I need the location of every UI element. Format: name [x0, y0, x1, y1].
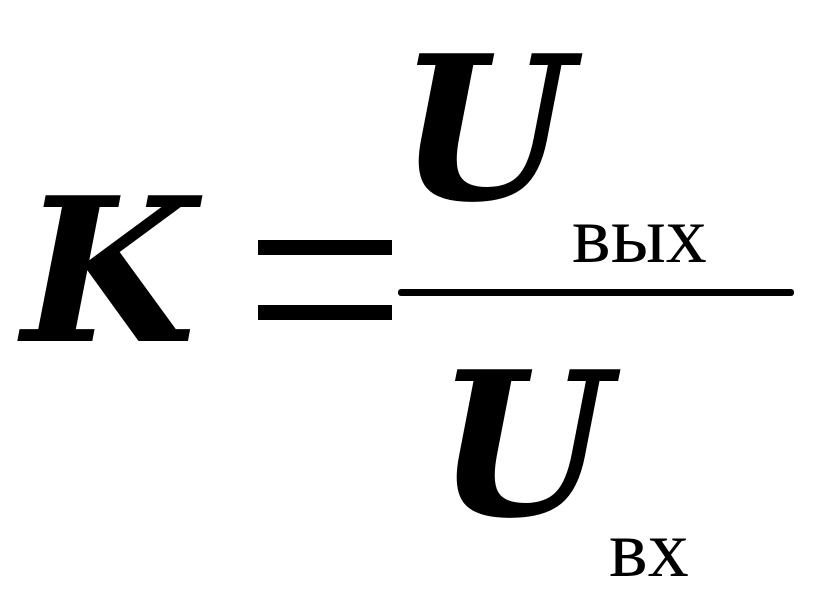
- equals-bar-top: [258, 240, 392, 255]
- numerator-symbol: U: [398, 12, 573, 247]
- denominator-symbol: U: [436, 328, 611, 563]
- equals-bar-bottom: [258, 305, 392, 320]
- denominator-subscript: вх: [609, 503, 689, 594]
- gain-symbol: K: [22, 154, 196, 389]
- numerator-subscript: вых: [572, 189, 707, 280]
- fraction-bar: [398, 289, 794, 296]
- equals-sign: [258, 240, 392, 322]
